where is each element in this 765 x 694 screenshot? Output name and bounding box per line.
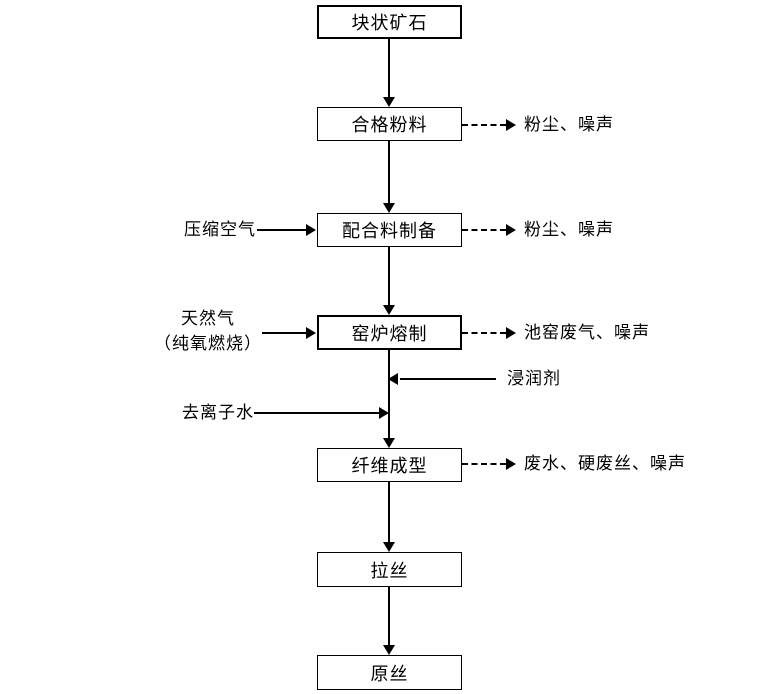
input-arrow-deionized-water xyxy=(254,412,379,414)
down-arrow-icon xyxy=(383,645,395,655)
right-arrow-icon xyxy=(506,327,516,339)
natural-gas-line1: 天然气 xyxy=(181,309,235,328)
emission-dashed-arrow-3 xyxy=(462,332,506,334)
emission-label-dust-noise-1: 粉尘、噪声 xyxy=(524,115,614,134)
box-lump-ore: 块状矿石 xyxy=(317,5,462,39)
box-furnace-melting: 窑炉熔制 xyxy=(317,315,462,350)
right-arrow-icon xyxy=(379,407,389,419)
box-drawing: 拉丝 xyxy=(317,552,462,587)
flow-connector-line-5 xyxy=(388,482,390,542)
down-arrow-icon xyxy=(383,203,395,213)
emission-dashed-arrow-2 xyxy=(462,229,506,231)
down-arrow-icon xyxy=(383,305,395,315)
down-arrow-icon xyxy=(383,97,395,107)
flow-connector-line-4 xyxy=(388,350,390,438)
input-label-deionized-water: 去离子水 xyxy=(182,403,254,422)
input-arrow-sizing-agent xyxy=(400,378,496,380)
emission-dashed-arrow-4 xyxy=(462,463,506,465)
right-arrow-icon xyxy=(506,119,516,131)
emission-label-wastewater-waste-fiber-noise: 废水、硬废丝、噪声 xyxy=(524,454,686,473)
right-arrow-icon xyxy=(306,327,316,339)
box-fiber-forming: 纤维成型 xyxy=(317,448,462,482)
natural-gas-line2: （纯氧燃烧） xyxy=(154,334,262,353)
emission-label-furnace-gas-noise: 池窑废气、噪声 xyxy=(524,323,650,342)
box-qualified-powder: 合格粉料 xyxy=(317,107,462,141)
right-arrow-icon xyxy=(506,458,516,470)
box-raw-yarn: 原丝 xyxy=(317,655,462,690)
flow-connector-line-1 xyxy=(388,39,390,97)
flow-connector-line-3 xyxy=(388,247,390,305)
down-arrow-icon xyxy=(383,542,395,552)
right-arrow-icon xyxy=(306,224,316,236)
box-batch-preparation: 配合料制备 xyxy=(317,213,462,247)
down-arrow-icon xyxy=(383,438,395,448)
flow-connector-line-2 xyxy=(388,141,390,203)
input-arrow-natural-gas xyxy=(262,332,306,334)
left-arrow-icon xyxy=(388,373,398,385)
input-label-sizing-agent: 浸润剂 xyxy=(507,369,561,388)
emission-dashed-arrow-1 xyxy=(462,124,506,126)
emission-label-dust-noise-2: 粉尘、噪声 xyxy=(524,220,614,239)
input-label-compressed-air: 压缩空气 xyxy=(184,220,256,239)
input-arrow-compressed-air xyxy=(257,229,306,231)
input-label-natural-gas: 天然气 （纯氧燃烧） xyxy=(152,306,264,356)
flow-connector-line-6 xyxy=(388,587,390,645)
right-arrow-icon xyxy=(506,224,516,236)
